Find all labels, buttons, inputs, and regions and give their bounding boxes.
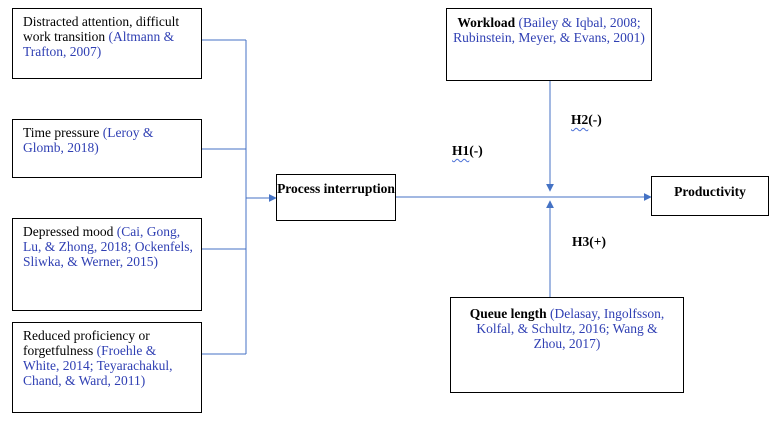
queue-length-box: Queue length (Delasay, Ingolfsson, Kolfa… <box>450 297 684 393</box>
factor-citation: (Altmann & Trafton, 2007) <box>23 29 175 59</box>
factor-text: Time pressure <box>23 125 103 140</box>
h2-sign: (-) <box>588 112 602 127</box>
factor-citation: (Cai, Gong, Lu, & Zhong, 2018; Ockenfels… <box>23 224 193 269</box>
hypothesis-h2-label: H2(-) <box>571 112 602 128</box>
process-interruption-box: Process interruption <box>276 174 396 221</box>
h1-sign: (-) <box>469 143 483 158</box>
workload-citation: (Bailey & Iqbal, 2008; Rubinstein, Meyer… <box>453 15 645 45</box>
factor-text: Depressed mood <box>23 224 117 239</box>
productivity-box: Productivity <box>651 176 769 216</box>
h2-name: H2 <box>571 112 589 127</box>
h3-sign: (+) <box>589 234 606 249</box>
hypothesis-h1-label: H1(-) <box>452 143 483 159</box>
workload-title: Workload <box>457 15 516 30</box>
factor-text: Reduced proficiency or forgetfulness <box>23 328 150 358</box>
queue-title: Queue length <box>469 306 547 321</box>
process-label: Process interruption <box>277 181 395 196</box>
factor-time-pressure: Time pressure (Leroy & Glomb, 2018) <box>12 119 202 178</box>
h3-name: H3 <box>572 234 590 249</box>
productivity-label: Productivity <box>674 184 746 199</box>
factor-citation: (Leroy & Glomb, 2018) <box>23 125 154 155</box>
factor-distracted-attention: Distracted attention, difficult work tra… <box>12 8 202 79</box>
workload-box: Workload (Bailey & Iqbal, 2008; Rubinste… <box>446 8 652 81</box>
factor-citation: (Froehle & White, 2014; Teyarachakul, Ch… <box>23 343 173 388</box>
h1-name: H1 <box>452 143 470 158</box>
factor-depressed-mood: Depressed mood (Cai, Gong, Lu, & Zhong, … <box>12 218 202 311</box>
queue-citation: (Delasay, Ingolfsson, Kolfal, & Schultz,… <box>476 306 665 351</box>
factor-text: Distracted attention, difficult work tra… <box>23 14 180 44</box>
hypothesis-h3-label: H3(+) <box>572 234 606 250</box>
factor-reduced-proficiency: Reduced proficiency or forgetfulness (Fr… <box>12 322 202 413</box>
